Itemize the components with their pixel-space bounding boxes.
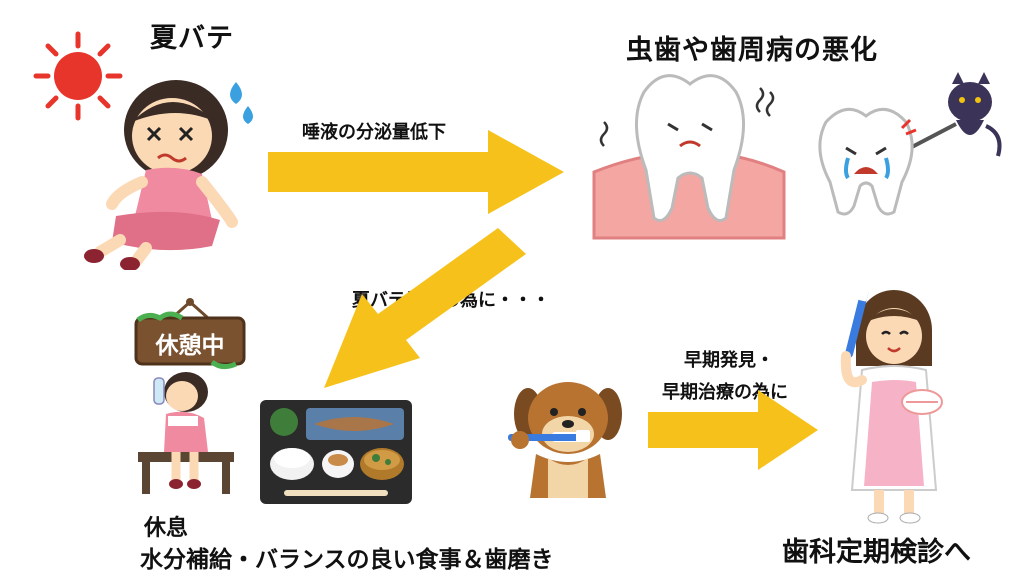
sun-icon xyxy=(33,31,123,121)
dog-brushing-teeth-illustration xyxy=(508,382,622,498)
label-rest: 休息 xyxy=(144,516,189,541)
arrow-diagonal-down-left xyxy=(324,228,526,388)
label-saliva-decrease: 唾液の分泌量低下 xyxy=(302,122,446,143)
crying-tooth-devil-illustration xyxy=(818,72,1002,216)
arrow-right-top xyxy=(268,130,564,214)
arrow-right-bottom xyxy=(648,390,818,470)
label-tooth-decay-worsening: 虫歯や歯周病の悪化 xyxy=(626,35,878,66)
label-habits: 水分補給・バランスの良い食事＆歯磨き xyxy=(140,547,554,573)
girl-drinking-water-illustration xyxy=(138,372,234,494)
label-natsubate: 夏バテ xyxy=(150,23,234,54)
dental-hygienist-illustration xyxy=(840,286,943,524)
label-dental-checkup: 歯科定期検診へ xyxy=(782,537,971,568)
label-early-detection: 早期発見・ xyxy=(684,350,774,371)
tooth-with-gum-illustration xyxy=(592,74,786,240)
exhausted-girl-illustration xyxy=(84,80,253,270)
rest-sign: 休憩中 xyxy=(132,296,248,376)
rest-sign-text: 休憩中 xyxy=(155,333,225,359)
meal-tray-illustration xyxy=(260,400,412,504)
label-early-treatment: 早期治療の為に xyxy=(662,382,788,403)
